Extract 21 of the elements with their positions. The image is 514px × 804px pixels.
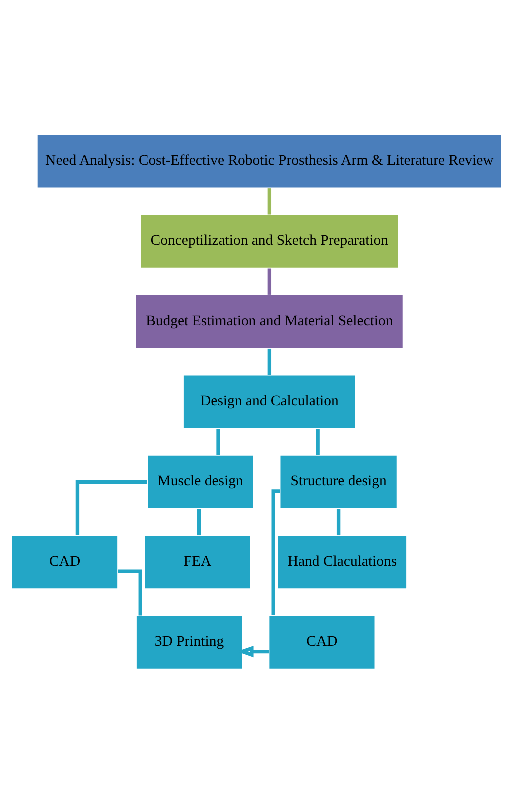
node-box: Hand Claculations bbox=[278, 535, 408, 590]
connector bbox=[216, 429, 220, 456]
connector bbox=[197, 509, 201, 536]
connector bbox=[268, 268, 272, 295]
connector bbox=[268, 188, 272, 215]
node-box: Budget Estimation and Material Selection bbox=[136, 294, 404, 349]
node-box: CAD bbox=[268, 615, 376, 670]
node-box: Conceptilization and Sketch Preparation bbox=[140, 214, 400, 269]
connector bbox=[76, 480, 148, 536]
connector bbox=[272, 490, 280, 616]
node-box: CAD bbox=[12, 535, 118, 590]
node-box: Design and Calculation bbox=[183, 374, 356, 430]
node-box: Need Analysis: Cost-Effective Robotic Prosthesis Arm & Literature Review bbox=[36, 134, 502, 189]
connector bbox=[118, 570, 142, 616]
node-box: Structure design bbox=[280, 455, 398, 510]
connector bbox=[336, 509, 341, 536]
node-box: 3D Printing bbox=[136, 615, 243, 670]
node-box: FEA bbox=[144, 535, 252, 590]
connector bbox=[268, 348, 272, 376]
connector bbox=[316, 429, 320, 456]
node-box: Muscle design bbox=[147, 455, 254, 510]
